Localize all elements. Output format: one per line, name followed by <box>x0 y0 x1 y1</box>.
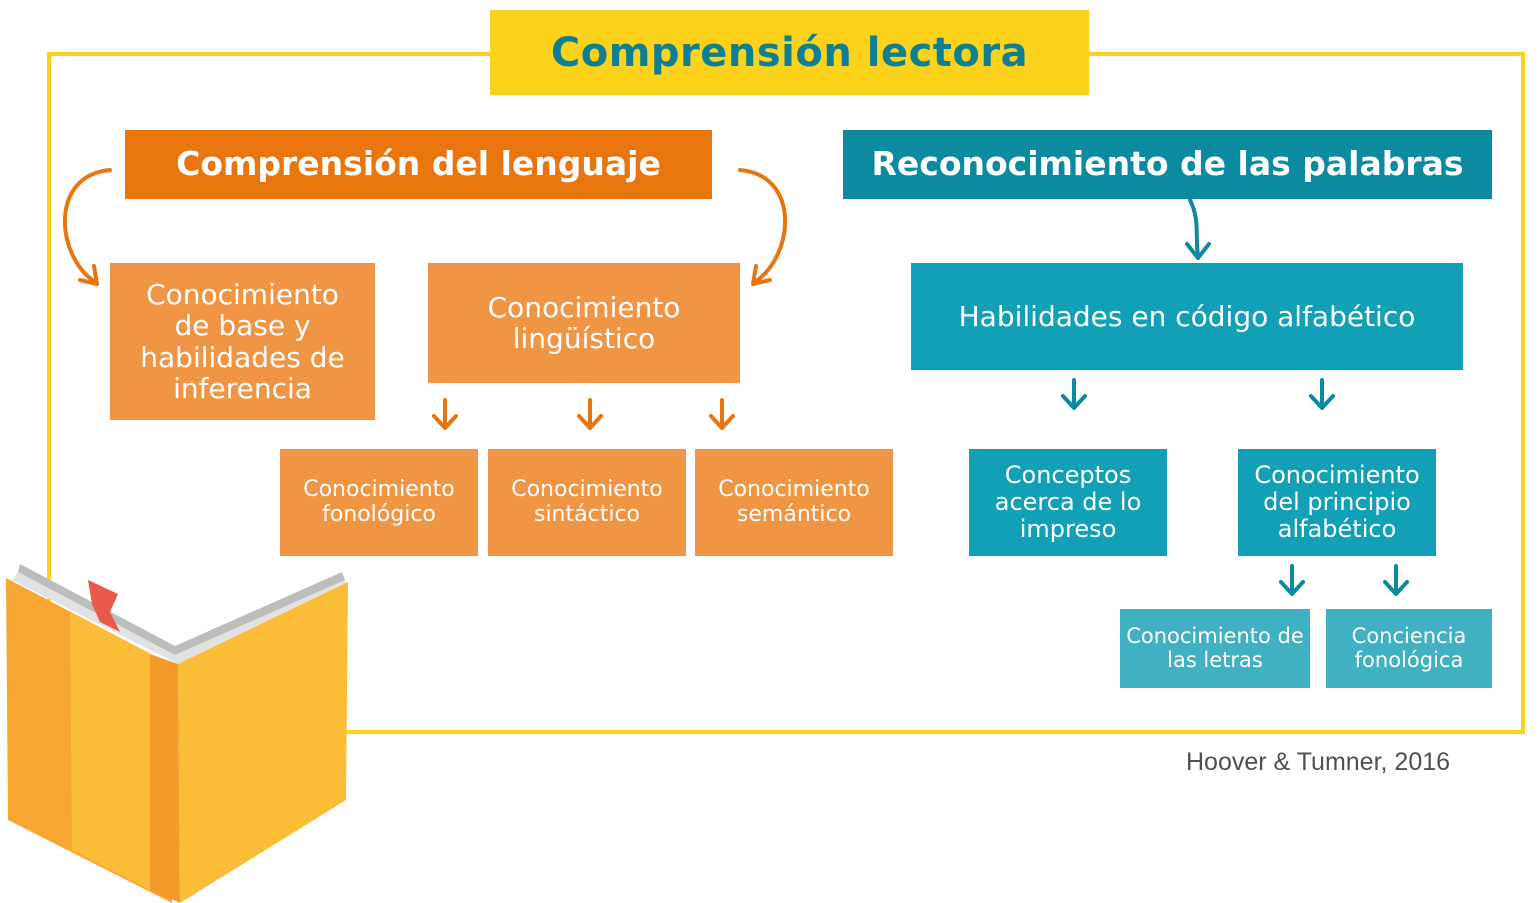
diagram-title: Comprensión lectora <box>490 10 1089 95</box>
semantic-knowledge-box: Conocimiento semántico <box>695 449 893 556</box>
bookmark-icon <box>88 580 120 632</box>
language-comprehension-header: Comprensión del lenguaje <box>125 130 712 199</box>
arrow-down-icon <box>1061 378 1087 410</box>
arrow-down-icon <box>1279 564 1305 596</box>
arrow-down-icon <box>1309 378 1335 410</box>
phonological-knowledge-box: Conocimiento fonológico <box>280 449 478 556</box>
base-knowledge-box: Conocimiento de base y habilidades de in… <box>110 263 375 420</box>
alphabetic-code-box: Habilidades en código alfabético <box>911 263 1463 370</box>
book-icon <box>6 564 348 903</box>
arrow-down-icon <box>1383 564 1409 596</box>
arrow-down-icon <box>709 398 735 430</box>
print-concepts-box: Conceptos acerca de lo impreso <box>969 449 1167 556</box>
letters-knowledge-box: Conocimiento de las letras <box>1120 609 1310 688</box>
arrow-down-icon <box>432 398 458 430</box>
curved-arrow-icon <box>63 168 112 286</box>
alphabetic-principle-box: Conocimiento del principio alfabético <box>1238 449 1436 556</box>
phonological-awareness-box: Conciencia fonológica <box>1326 609 1492 688</box>
syntactic-knowledge-box: Conocimiento sintáctico <box>488 449 686 556</box>
linguistic-knowledge-box: Conocimiento lingüístico <box>428 263 740 383</box>
arrow-down-icon <box>577 398 603 430</box>
source-citation: Hoover & Tumner, 2016 <box>1186 748 1451 776</box>
word-recognition-header: Reconocimiento de las palabras <box>843 130 1492 199</box>
arrow-down-icon <box>1185 198 1211 260</box>
curved-arrow-icon <box>738 168 787 286</box>
